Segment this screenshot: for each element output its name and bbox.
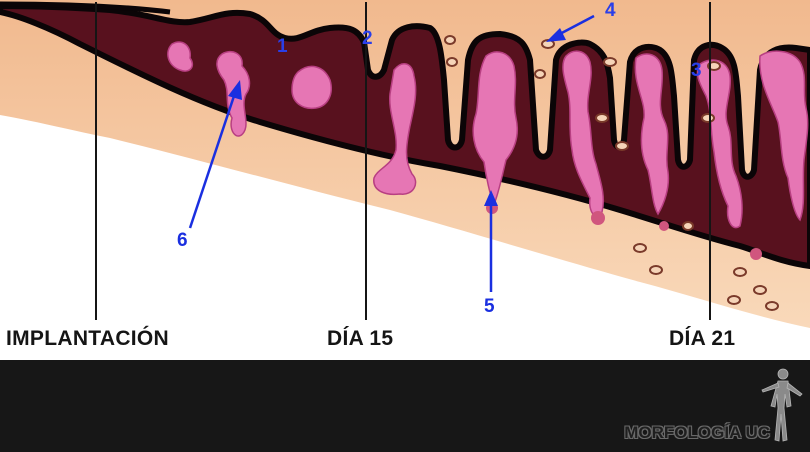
villus [373, 63, 417, 196]
placenta-development-illustration [0, 0, 810, 328]
stage-lines [95, 2, 711, 320]
villus [562, 50, 605, 217]
surface-epithelium [0, 1, 171, 15]
vessel [649, 265, 663, 275]
marker-2: 2 [362, 28, 373, 49]
arrow-6-shaft [188, 95, 236, 229]
tip [591, 211, 605, 225]
marker-1: 1 [277, 36, 288, 57]
vessel [753, 285, 767, 295]
villus [759, 50, 809, 222]
vessel [727, 295, 741, 305]
brand-wordmark: MORFOLOGÍA UC [624, 423, 770, 442]
pointer-arrows [188, 14, 595, 292]
vessel [633, 243, 647, 253]
villus [291, 65, 332, 110]
marker-4: 4 [605, 0, 616, 21]
vessel [444, 35, 456, 45]
vessel [701, 113, 715, 123]
label-day21: DÍA 21 [669, 327, 736, 350]
arrow-5-head [484, 190, 498, 206]
label-day15: DÍA 15 [327, 327, 394, 350]
vessel [595, 113, 609, 123]
arrow-6-head [228, 80, 242, 100]
vessel [446, 57, 458, 67]
footer-bar [0, 360, 810, 452]
vessel [733, 267, 747, 277]
villus [472, 51, 518, 206]
tip [750, 248, 762, 260]
tip [659, 221, 669, 231]
villus [167, 41, 194, 72]
marker-6: 6 [177, 230, 188, 251]
marker-3: 3 [691, 60, 702, 81]
villi-group [167, 41, 809, 229]
marker-5: 5 [484, 296, 495, 317]
vessel [534, 69, 546, 79]
human-figure-icon [761, 368, 803, 442]
vessel [603, 57, 617, 67]
maternal-vessels [444, 35, 779, 311]
villus [634, 53, 670, 216]
vessel [615, 141, 629, 151]
vessel [682, 221, 694, 231]
label-implantation: IMPLANTACIÓN [6, 327, 170, 350]
vessel [765, 301, 779, 311]
arrow-4-head [546, 28, 566, 42]
